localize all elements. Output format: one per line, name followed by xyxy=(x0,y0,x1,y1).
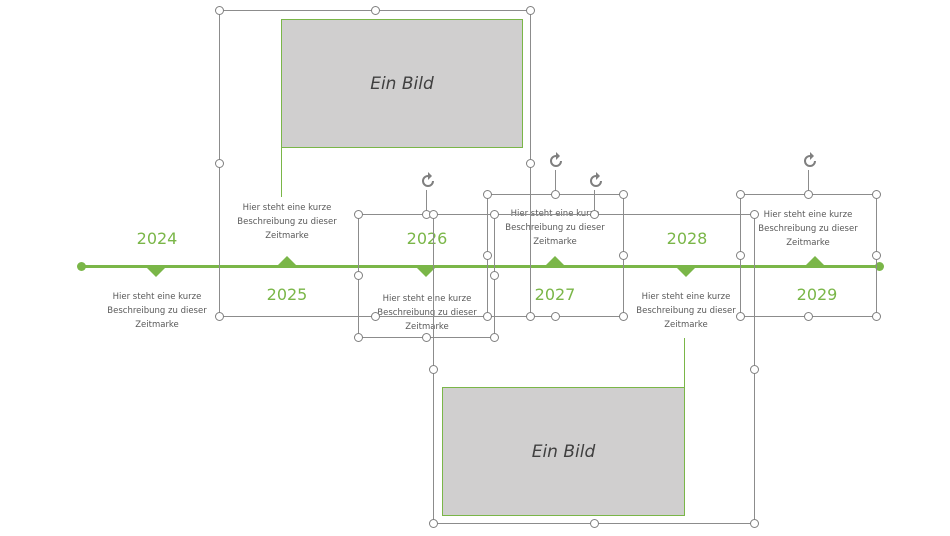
description-line: Zeitmarke xyxy=(533,237,577,247)
resize-handle[interactable] xyxy=(215,6,224,15)
resize-handle[interactable] xyxy=(483,190,492,199)
marker-2028[interactable] xyxy=(677,268,695,277)
description-2025[interactable]: Hier steht eine kurze Beschreibung zu di… xyxy=(232,201,342,243)
description-line: Hier steht eine kurze xyxy=(763,210,853,220)
rotate-handle-icon[interactable] xyxy=(586,171,606,191)
rotation-stem xyxy=(594,190,595,214)
description-2024[interactable]: Hier steht eine kurze Beschreibung zu di… xyxy=(102,290,212,332)
marker-2025[interactable] xyxy=(278,256,296,265)
description-line: Zeitmarke xyxy=(786,238,830,248)
description-line: Beschreibung zu dieser xyxy=(505,223,605,233)
year-2026[interactable]: 2026 xyxy=(406,229,448,248)
marker-2029[interactable] xyxy=(806,256,824,265)
resize-handle[interactable] xyxy=(215,159,224,168)
description-line: Beschreibung zu dieser xyxy=(237,217,337,227)
resize-handle[interactable] xyxy=(483,251,492,260)
timeline-end-dot xyxy=(875,262,884,271)
image-connector-top xyxy=(281,148,282,197)
resize-handle[interactable] xyxy=(619,251,628,260)
year-2027[interactable]: 2027 xyxy=(534,285,576,304)
marker-2024[interactable] xyxy=(147,268,165,277)
resize-handle[interactable] xyxy=(619,190,628,199)
timeline-axis[interactable] xyxy=(82,265,879,268)
resize-handle[interactable] xyxy=(354,333,363,342)
resize-handle[interactable] xyxy=(490,333,499,342)
image-connector-bottom xyxy=(684,338,685,387)
resize-handle[interactable] xyxy=(429,210,438,219)
image-placeholder-top[interactable]: Ein Bild xyxy=(281,19,523,148)
rotation-stem xyxy=(808,170,809,194)
rotation-stem xyxy=(426,190,427,214)
year-2029[interactable]: 2029 xyxy=(796,285,838,304)
resize-handle[interactable] xyxy=(736,251,745,260)
resize-handle[interactable] xyxy=(804,312,813,321)
resize-handle[interactable] xyxy=(804,190,813,199)
resize-handle[interactable] xyxy=(429,365,438,374)
description-2028[interactable]: Hier steht eine kurze Beschreibung zu di… xyxy=(631,290,741,332)
description-line: Zeitmarke xyxy=(664,320,708,330)
resize-handle[interactable] xyxy=(590,210,599,219)
year-2025[interactable]: 2025 xyxy=(266,285,308,304)
description-line: Beschreibung zu dieser xyxy=(758,224,858,234)
image-placeholder-bottom[interactable]: Ein Bild xyxy=(442,387,685,516)
description-2026[interactable]: Hier steht eine kurze Beschreibung zu di… xyxy=(372,292,482,334)
resize-handle[interactable] xyxy=(215,312,224,321)
resize-handle[interactable] xyxy=(354,210,363,219)
resize-handle[interactable] xyxy=(551,312,560,321)
marker-2026[interactable] xyxy=(417,268,435,277)
description-line: Beschreibung zu dieser xyxy=(636,306,736,316)
resize-handle[interactable] xyxy=(590,519,599,528)
description-line: Beschreibung zu dieser xyxy=(107,306,207,316)
description-line: Zeitmarke xyxy=(135,320,179,330)
resize-handle[interactable] xyxy=(750,210,759,219)
resize-handle[interactable] xyxy=(371,312,380,321)
resize-handle[interactable] xyxy=(619,312,628,321)
resize-handle[interactable] xyxy=(736,190,745,199)
resize-handle[interactable] xyxy=(371,6,380,15)
description-2029[interactable]: Hier steht eine kurze Beschreibung zu di… xyxy=(753,208,863,250)
timeline-start-dot xyxy=(77,262,86,271)
image-label: Ein Bild xyxy=(531,441,596,462)
rotate-handle-icon[interactable] xyxy=(546,151,566,171)
resize-handle[interactable] xyxy=(526,312,535,321)
rotate-handle-icon[interactable] xyxy=(800,151,820,171)
rotation-stem xyxy=(555,170,556,194)
resize-handle[interactable] xyxy=(490,271,499,280)
resize-handle[interactable] xyxy=(483,312,492,321)
description-line: Zeitmarke xyxy=(405,322,449,332)
rotate-handle-icon[interactable] xyxy=(418,171,438,191)
year-2024[interactable]: 2024 xyxy=(136,229,178,248)
description-line: Hier steht eine kurze xyxy=(382,294,472,304)
description-line: Hier steht eine kurze xyxy=(112,292,202,302)
resize-handle[interactable] xyxy=(526,6,535,15)
resize-handle[interactable] xyxy=(526,159,535,168)
resize-handle[interactable] xyxy=(736,312,745,321)
year-2028[interactable]: 2028 xyxy=(666,229,708,248)
resize-handle[interactable] xyxy=(354,271,363,280)
resize-handle[interactable] xyxy=(750,365,759,374)
description-line: Beschreibung zu dieser xyxy=(377,308,477,318)
description-line: Hier steht eine kurze xyxy=(242,203,332,213)
resize-handle[interactable] xyxy=(872,251,881,260)
resize-handle[interactable] xyxy=(872,312,881,321)
description-line: Hier steht eine kurze xyxy=(641,292,731,302)
resize-handle[interactable] xyxy=(429,519,438,528)
marker-2027[interactable] xyxy=(546,256,564,265)
resize-handle[interactable] xyxy=(872,190,881,199)
resize-handle[interactable] xyxy=(422,333,431,342)
resize-handle[interactable] xyxy=(551,190,560,199)
resize-handle[interactable] xyxy=(750,519,759,528)
image-label: Ein Bild xyxy=(370,73,434,94)
description-line: Zeitmarke xyxy=(265,231,309,241)
resize-handle[interactable] xyxy=(490,210,499,219)
